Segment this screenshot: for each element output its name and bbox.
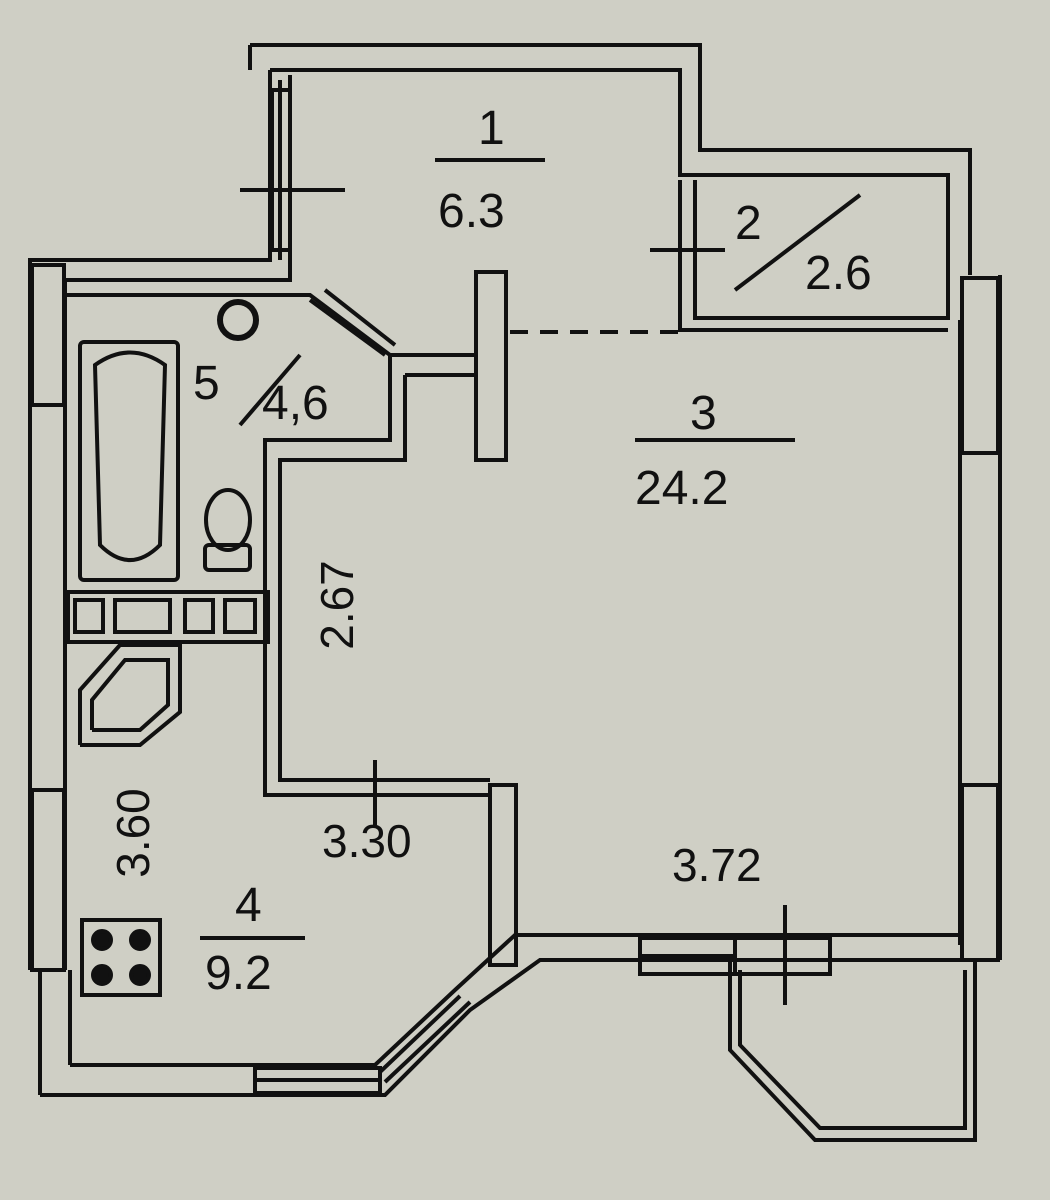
stove (80, 918, 162, 997)
fixtures (78, 299, 259, 997)
wall-bath-top (65, 293, 475, 357)
area-fraction-lines (200, 158, 862, 940)
wall-bath-right-inner (278, 375, 407, 645)
room-4-number: 4 (235, 879, 262, 932)
room-3-area: 24.2 (635, 462, 729, 515)
wall-kitchen-right (263, 645, 490, 797)
room-5-area: 4,6 (262, 377, 329, 430)
dimension-living-width: 3.72 (672, 839, 762, 891)
window-bottom-diagonal (383, 1000, 472, 1084)
toilet-bowl (204, 488, 252, 552)
dimension-marks (240, 188, 787, 1005)
wall-storage-left-inner (693, 180, 948, 320)
sink (78, 643, 182, 747)
column (474, 270, 508, 462)
wall-bath-right (263, 355, 392, 645)
window-right-lower (960, 783, 1000, 962)
interior-walls (65, 180, 948, 967)
stove-burner-2 (129, 929, 151, 951)
room-3-number: 3 (690, 387, 717, 440)
stove-burner-1 (91, 929, 113, 951)
sink-inner (90, 658, 170, 732)
wall-bottom-inner (70, 933, 960, 1067)
tile-3 (183, 598, 215, 634)
wall-top-hall (250, 43, 972, 275)
wall-bath-bottom (66, 590, 270, 644)
room-1-number: 1 (478, 102, 505, 155)
window-loggia-door (733, 936, 832, 976)
window-right-upper (960, 276, 1000, 455)
boiler (217, 299, 259, 341)
dimension-kitchen-height: 3.60 (106, 788, 159, 878)
window-left-upper (30, 263, 66, 407)
wall-pier (488, 783, 518, 967)
loggia-outline (728, 960, 977, 1142)
stove-burner-4 (129, 964, 151, 986)
room-5-number: 5 (193, 357, 220, 410)
room-2-area: 2.6 (805, 247, 872, 300)
window-left-lower (30, 788, 66, 972)
dimension-living-height: 2.67 (310, 560, 363, 650)
bath-door-2 (323, 288, 397, 347)
fraction-room-5 (238, 353, 302, 427)
bathtub (78, 340, 180, 582)
bath-door (308, 298, 387, 357)
dimension-kitchen-width: 3.30 (322, 815, 412, 867)
toilet-tank (203, 543, 252, 572)
room-4-area: 9.2 (205, 947, 272, 1000)
wall-bottom (40, 958, 640, 1097)
window-hall-left (270, 88, 292, 252)
wall-kitchen-right-inner (278, 645, 490, 782)
loggia-outline-inner (738, 970, 967, 1130)
window-bottom-diagonal-2 (378, 994, 462, 1074)
bathtub-basin (92, 350, 168, 562)
wall-top-hall-inner (270, 68, 950, 320)
windows (30, 80, 1000, 1095)
stove-burner-3 (91, 964, 113, 986)
room-1-area: 6.3 (438, 185, 505, 238)
tile-1 (73, 598, 105, 634)
tile-2 (113, 598, 172, 634)
wall-storage-left (678, 180, 948, 332)
fraction-room-2 (733, 193, 862, 292)
tile-4 (223, 598, 257, 634)
room-2-number: 2 (735, 197, 762, 250)
